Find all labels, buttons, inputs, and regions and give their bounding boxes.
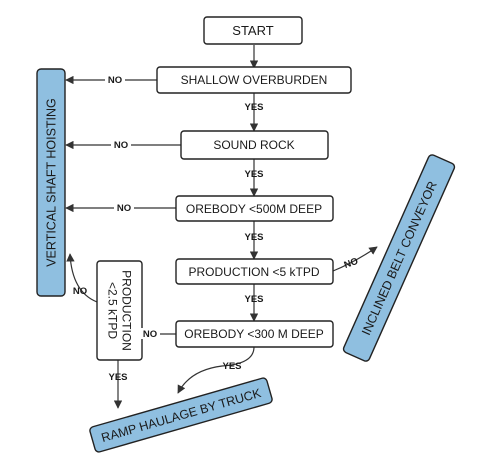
production-25-label-line1: PRODUCTION — [120, 270, 134, 351]
shallow-overburden-node: SHALLOW OVERBURDEN — [156, 66, 352, 94]
vertical-shaft-hoisting-outcome: VERTICAL SHAFT HOISTING — [36, 68, 66, 297]
production-25-node: PRODUCTION <2.5 kTPD — [96, 260, 143, 361]
production-25-label-line2: <2.5 kTPD — [106, 282, 120, 339]
vertical-shaft-hoisting-label: VERTICAL SHAFT HOISTING — [45, 98, 59, 267]
no-label-production5: NO — [343, 256, 360, 271]
edge-orebody300-yes — [177, 346, 255, 394]
sound-rock-node: SOUND ROCK — [180, 130, 329, 160]
yes-label-orebody300: YES — [222, 361, 241, 372]
orebody-300-label: OREBODY <300 M DEEP — [184, 327, 324, 341]
shallow-overburden-label: SHALLOW OVERBURDEN — [181, 73, 328, 87]
no-label-shallow: NO — [108, 75, 122, 86]
ramp-haulage-by-truck-label: RAMP HAULAGE BY TRUCK — [100, 386, 263, 445]
yes-label-shallow: YES — [244, 102, 263, 113]
yes-label-orebody500: YES — [244, 232, 263, 243]
start-label: START — [232, 23, 273, 38]
yes-label-sound: YES — [244, 169, 263, 180]
orebody-300-node: OREBODY <300 M DEEP — [175, 320, 334, 348]
orebody-500-label: OREBODY <500M DEEP — [186, 202, 322, 216]
yes-label-production5: YES — [244, 294, 263, 305]
production-5-label: PRODUCTION <5 kTPD — [188, 265, 319, 279]
production-5-node: PRODUCTION <5 kTPD — [175, 258, 334, 285]
no-label-orebody500: NO — [117, 203, 131, 214]
sound-rock-label: SOUND ROCK — [213, 138, 294, 152]
yes-label-production25: YES — [108, 372, 127, 383]
no-label-sound: NO — [114, 140, 128, 151]
inclined-belt-conveyor-label: INCLINED BELT CONVEYOR — [359, 179, 440, 337]
edge-labels: YES YES YES YES YES YES NO NO NO NO NO N… — [73, 74, 360, 383]
edge-production5-no — [332, 246, 378, 272]
no-label-orebody300: NO — [143, 329, 157, 340]
start-node: START — [203, 16, 303, 45]
orebody-500-node: OREBODY <500M DEEP — [175, 195, 334, 222]
edge-production25-no — [66, 253, 98, 303]
no-label-production25: NO — [73, 286, 87, 297]
